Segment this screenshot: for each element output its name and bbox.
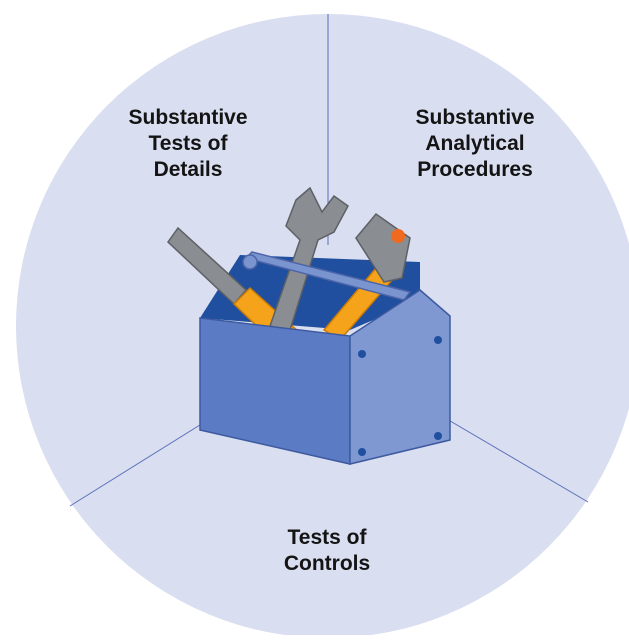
label-line: Controls	[283, 552, 371, 575]
toolbox-handle	[242, 251, 412, 301]
segment-label-tests-of-details: Substantive Tests of Details	[118, 105, 258, 183]
rivet	[434, 336, 442, 344]
label-line: Procedures	[417, 158, 533, 181]
label-line: Analytical	[425, 132, 525, 155]
rivet	[358, 350, 366, 358]
segment-label-analytical-procedures: Substantive Analytical Procedures	[395, 105, 555, 183]
label-line: Tests of	[148, 132, 228, 155]
label-line: Substantive	[415, 106, 535, 129]
segment-label-tests-of-controls: Tests of Controls	[262, 525, 392, 577]
wrench-icon	[269, 186, 349, 331]
toolbox-side	[349, 289, 451, 465]
toolbox-with-tools-icon	[167, 186, 451, 465]
label-line: Details	[153, 158, 223, 181]
label-line: Substantive	[128, 106, 248, 129]
divider-line-right	[439, 414, 589, 503]
rivet	[358, 448, 366, 456]
label-line: Tests of	[287, 526, 367, 549]
rivet	[434, 432, 442, 440]
